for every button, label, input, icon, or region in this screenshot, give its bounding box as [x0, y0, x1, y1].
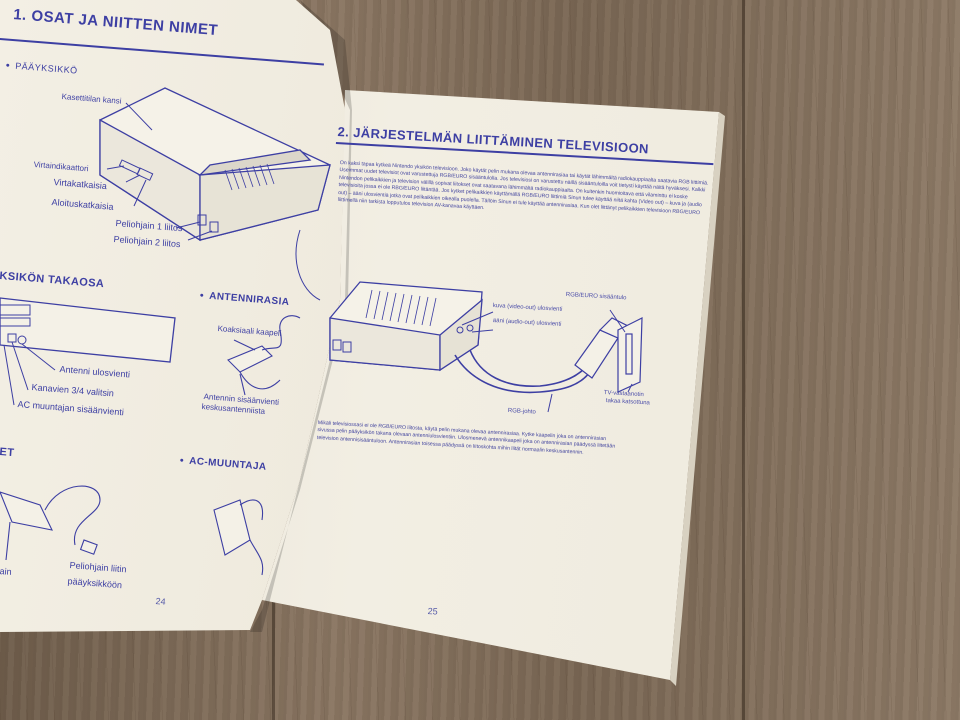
wood-seam [742, 0, 745, 720]
right-page-number: 25 [427, 606, 438, 617]
